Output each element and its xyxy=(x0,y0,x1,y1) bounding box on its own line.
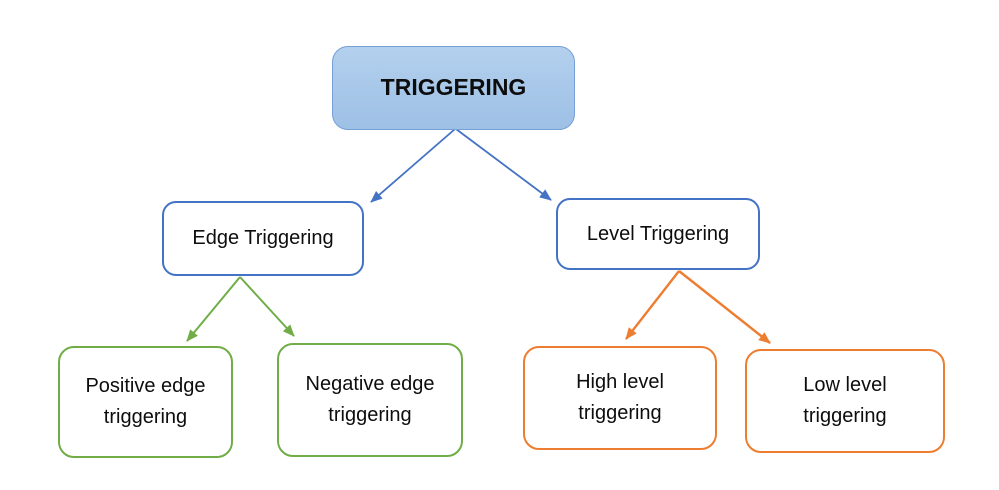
node-positive-edge-triggering: Positive edge triggering xyxy=(58,346,233,458)
connector-root-to-level-arrow xyxy=(455,128,552,201)
node-low-level-triggering-label: Low level triggering xyxy=(803,374,887,427)
node-edge-triggering: Edge Triggering xyxy=(162,201,364,276)
node-edge-triggering-label: Edge Triggering xyxy=(192,227,334,249)
connector-level-to-low-arrow xyxy=(678,270,771,344)
connector-edge-to-positive-arrow xyxy=(186,276,241,342)
node-negative-edge-triggering: Negative edge triggering xyxy=(277,343,463,457)
node-positive-edge-triggering-label: Positive edge triggering xyxy=(85,375,206,428)
node-high-level-triggering-label: High level triggering xyxy=(576,371,664,424)
connector-root-to-edge-arrow xyxy=(370,128,456,203)
node-negative-edge-triggering-label: Negative edge triggering xyxy=(305,373,435,426)
node-level-triggering-label: Level Triggering xyxy=(586,222,730,245)
node-triggering-label: TRIGGERING xyxy=(380,74,527,101)
node-low-level-triggering: Low level triggering xyxy=(745,349,945,453)
node-triggering: TRIGGERING xyxy=(332,46,575,130)
connector-edge-to-negative-arrow xyxy=(239,276,295,337)
node-level-triggering: Level Triggering xyxy=(556,198,760,270)
node-high-level-triggering: High level triggering xyxy=(523,346,717,450)
connector-level-to-high-arrow xyxy=(625,270,680,340)
